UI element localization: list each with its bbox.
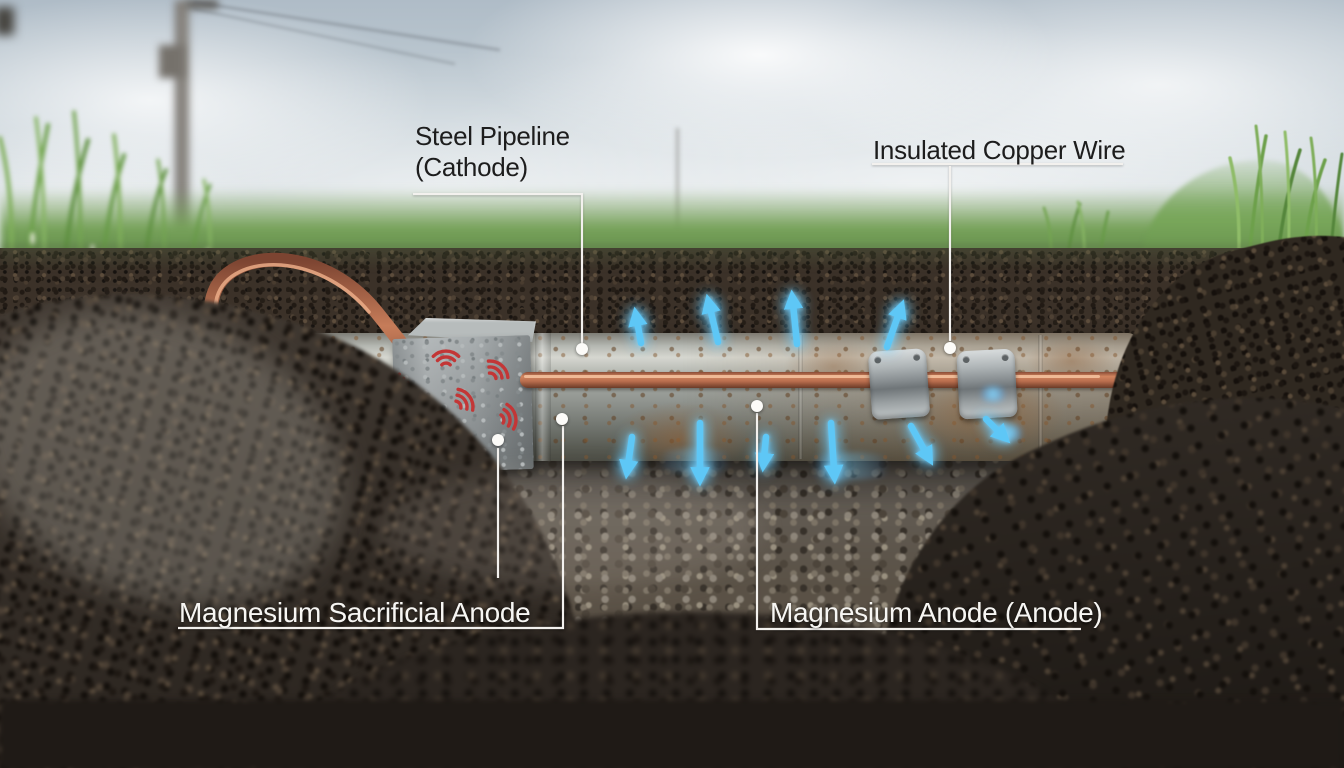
anode-label: Magnesium Anode (Anode) xyxy=(770,597,1103,628)
marker-dot-anode xyxy=(751,400,763,412)
soil-grass-transition xyxy=(0,244,1344,270)
pipeline-label-line2: (Cathode) xyxy=(415,152,528,182)
magnesium-anode-block xyxy=(392,318,540,473)
pole-crossarm xyxy=(186,0,218,9)
foreground-soil-strip xyxy=(0,700,1344,768)
dust-haze xyxy=(380,470,760,590)
distant-pole xyxy=(676,128,679,246)
pipe-weld-seam xyxy=(1038,335,1043,459)
pipeline-cathode-label: Steel Pipeline (Cathode) xyxy=(415,121,570,183)
transformer-box xyxy=(159,45,184,78)
pipe-collar xyxy=(535,333,551,461)
pipe-weld-seam xyxy=(798,335,803,459)
marker-dot-sacrificial-anode xyxy=(556,413,568,425)
power-lines xyxy=(193,0,501,66)
electric-glow-icon xyxy=(978,386,1008,402)
electric-glow-icon xyxy=(800,452,900,480)
marker-dot-pipeline xyxy=(576,343,588,355)
pipeline-label-line1: Steel Pipeline xyxy=(415,121,570,151)
marker-dot-copper-wire xyxy=(944,342,956,354)
seed-head-icon xyxy=(30,232,35,245)
current-arrow-icon xyxy=(619,289,1011,487)
marker-dot-anode-block xyxy=(492,434,504,446)
sacrificial-anode-label: Magnesium Sacrificial Anode xyxy=(179,597,531,628)
corner-crossarm xyxy=(0,7,14,35)
copper-wire-label: Insulated Copper Wire xyxy=(873,135,1126,165)
